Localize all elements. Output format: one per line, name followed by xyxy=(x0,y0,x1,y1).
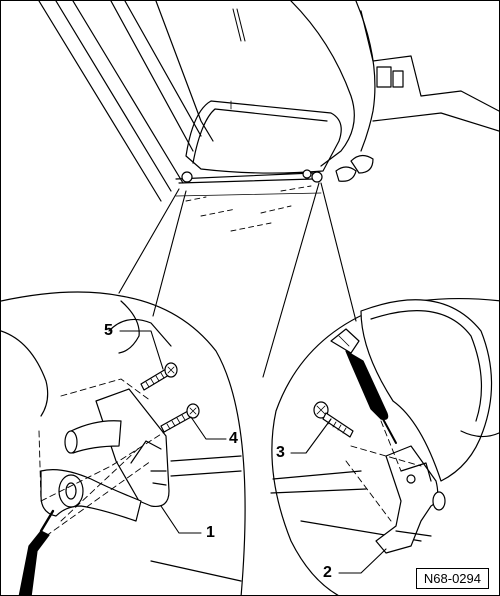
sun-visor xyxy=(185,100,342,174)
detail-visor-mount xyxy=(1,291,246,595)
retaining-clip xyxy=(375,445,439,554)
vehicle-overview xyxy=(38,1,499,232)
detail-clip-removal xyxy=(270,297,499,595)
leader-1 xyxy=(160,505,202,534)
figure-reference-code: N68-0294 xyxy=(415,568,489,589)
zoom-lines xyxy=(118,182,357,378)
leader-2 xyxy=(338,548,387,574)
callout-3: 3 xyxy=(276,444,285,461)
headliner-edge xyxy=(290,1,355,167)
screw-4 xyxy=(160,403,200,433)
screwdriver-left xyxy=(18,509,55,595)
screw-3 xyxy=(313,401,354,438)
leader-4 xyxy=(190,416,227,440)
leader-lines xyxy=(119,330,387,574)
callout-5: 5 xyxy=(104,322,113,339)
screwdriver-right xyxy=(330,328,397,444)
overhead-switch xyxy=(376,66,392,88)
detail-circle-left xyxy=(1,291,246,595)
callout-1: 1 xyxy=(206,524,215,541)
callout-4: 4 xyxy=(229,430,238,447)
visor-rod xyxy=(175,172,314,180)
mounting-bracket xyxy=(95,388,170,508)
leader-3 xyxy=(290,418,332,454)
callout-2: 2 xyxy=(323,564,332,581)
screw-5 xyxy=(140,362,178,391)
visor-body-detail xyxy=(360,299,493,482)
a-pillar-trim xyxy=(155,1,214,142)
leader-5 xyxy=(119,330,164,370)
windshield-edge-line xyxy=(38,1,162,202)
